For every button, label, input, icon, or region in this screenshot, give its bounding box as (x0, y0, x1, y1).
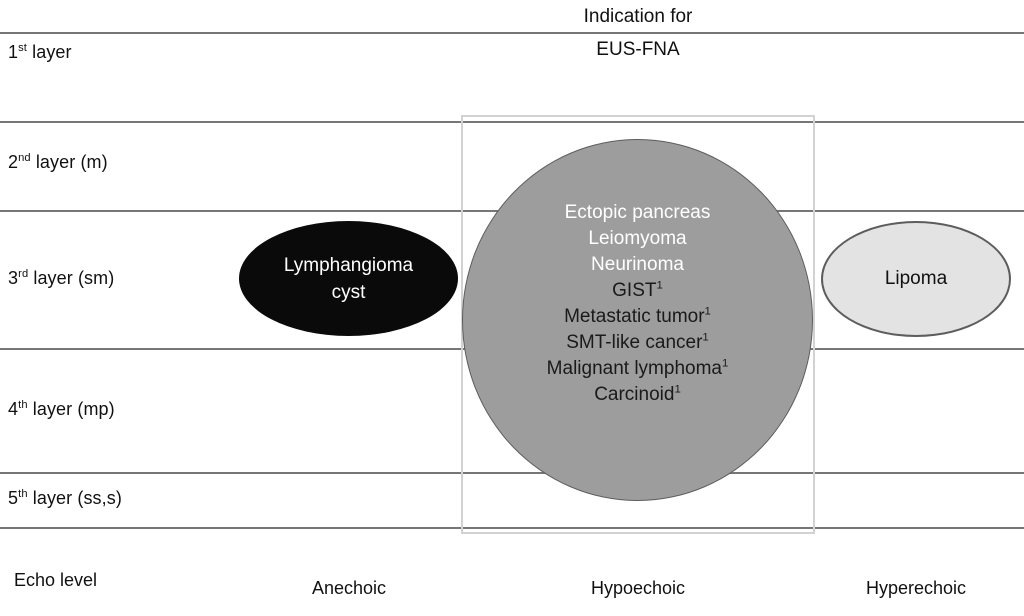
layer-label-1: 1st layer (8, 42, 72, 63)
layer-4-ordinal: 4 (8, 399, 19, 419)
hypoechoic-item-7: Carcinoid1 (594, 382, 681, 408)
anechoic-lesion-ellipse: Lymphangioma cyst (239, 221, 458, 336)
hypoechoic-item-6-name: Malignant lymphoma (546, 358, 722, 379)
hypoechoic-item-4-footnote: 1 (704, 305, 711, 318)
layer-1-ordinal: 1 (8, 42, 19, 62)
hypoechoic-item-7-footnote: 1 (674, 383, 681, 396)
hypoechoic-item-0: Ectopic pancreas (565, 200, 711, 226)
hypoechoic-item-5-footnote: 1 (702, 331, 709, 344)
layer-rule-5 (0, 472, 1024, 474)
layer-1-text: layer (27, 42, 72, 62)
layer-rule-6 (0, 527, 1024, 529)
layer-4-suffix: th (18, 399, 28, 411)
layer-1-suffix: st (18, 42, 28, 54)
hypoechoic-lesion-circle: Ectopic pancreas Leiomyoma Neurinoma GIS… (462, 139, 813, 501)
layer-label-2: 2nd layer (m) (8, 152, 108, 173)
layer-5-suffix: th (18, 488, 28, 500)
hypoechoic-item-3-footnote: 1 (656, 279, 663, 292)
anechoic-label-line1: Lymphangioma (283, 254, 414, 276)
anechoic-label-line2: cyst (331, 281, 366, 303)
layer-label-5: 5th layer (ss,s) (8, 488, 122, 509)
indication-title-line2: EUS-FNA (596, 39, 680, 60)
indication-title-line1: Indication for (583, 6, 693, 27)
layer-2-ordinal: 2 (8, 152, 19, 172)
layer-rule-2 (0, 121, 1024, 123)
echo-level-anechoic: Anechoic (311, 578, 387, 598)
hypoechoic-item-4-name: Metastatic tumor (564, 306, 705, 327)
hypoechoic-item-0-name: Ectopic pancreas (564, 202, 711, 223)
layer-4-text: layer (mp) (27, 399, 115, 419)
layer-5-text: layer (ss,s) (27, 488, 122, 508)
hyperechoic-lesion-ellipse: Lipoma (821, 221, 1011, 337)
layer-3-suffix: rd (18, 268, 29, 280)
hypoechoic-item-3-name: GIST (612, 280, 657, 301)
hypoechoic-item-3: GIST1 (612, 278, 663, 304)
layer-label-4: 4th layer (mp) (8, 399, 115, 420)
hypoechoic-item-4: Metastatic tumor1 (564, 304, 711, 330)
hyperechoic-label: Lipoma (884, 268, 948, 289)
hypoechoic-item-2: Neurinoma (591, 252, 684, 278)
layer-2-suffix: nd (18, 152, 31, 164)
echo-level-row-label: Echo level (14, 570, 98, 590)
hypoechoic-item-1-name: Leiomyoma (588, 228, 687, 249)
echo-level-hyperechoic: Hyperechoic (865, 578, 967, 598)
hypoechoic-item-7-name: Carcinoid (594, 384, 675, 405)
hypoechoic-item-2-name: Neurinoma (591, 254, 684, 275)
layer-rule-1 (0, 32, 1024, 34)
hypoechoic-item-5-name: SMT-like cancer (566, 332, 703, 353)
hypoechoic-item-1: Leiomyoma (588, 226, 686, 252)
hypoechoic-item-6: Malignant lymphoma1 (547, 356, 729, 382)
hypoechoic-item-6-footnote: 1 (721, 357, 729, 370)
layer-label-3: 3rd layer (sm) (8, 268, 114, 289)
layer-5-ordinal: 5 (8, 488, 19, 508)
layer-3-ordinal: 3 (8, 268, 19, 288)
layer-2-text: layer (m) (30, 152, 108, 172)
echo-level-hypoechoic: Hypoechoic (590, 578, 686, 598)
layer-3-text: layer (sm) (28, 268, 115, 288)
hypoechoic-item-5: SMT-like cancer1 (566, 330, 709, 356)
